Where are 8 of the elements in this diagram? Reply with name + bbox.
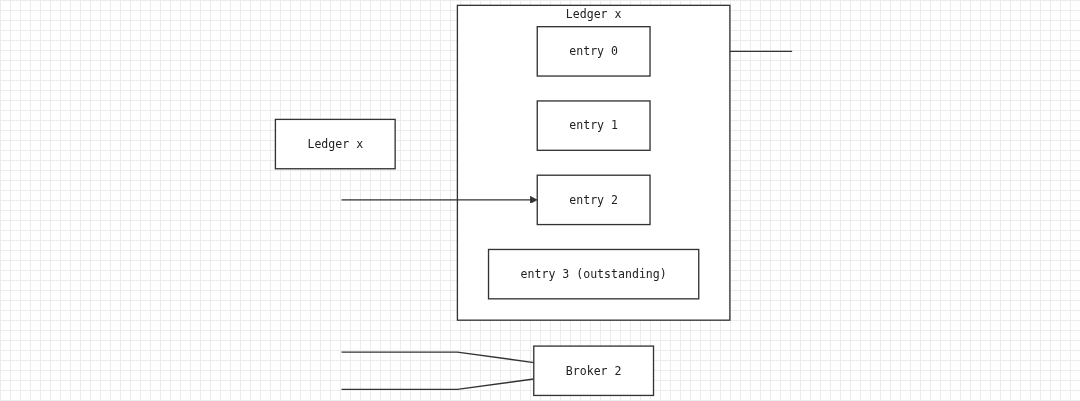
- connector-line: [729, 50, 793, 53]
- process-box: Ledger x: [274, 118, 396, 170]
- process-box: entry 0: [536, 26, 651, 77]
- process-box: entry 3 (outstanding): [487, 248, 700, 300]
- process-box: Broker 2: [533, 345, 655, 397]
- process-box: entry 1: [536, 100, 651, 151]
- process-box: entry 2: [536, 174, 651, 226]
- arrow: [340, 196, 538, 204]
